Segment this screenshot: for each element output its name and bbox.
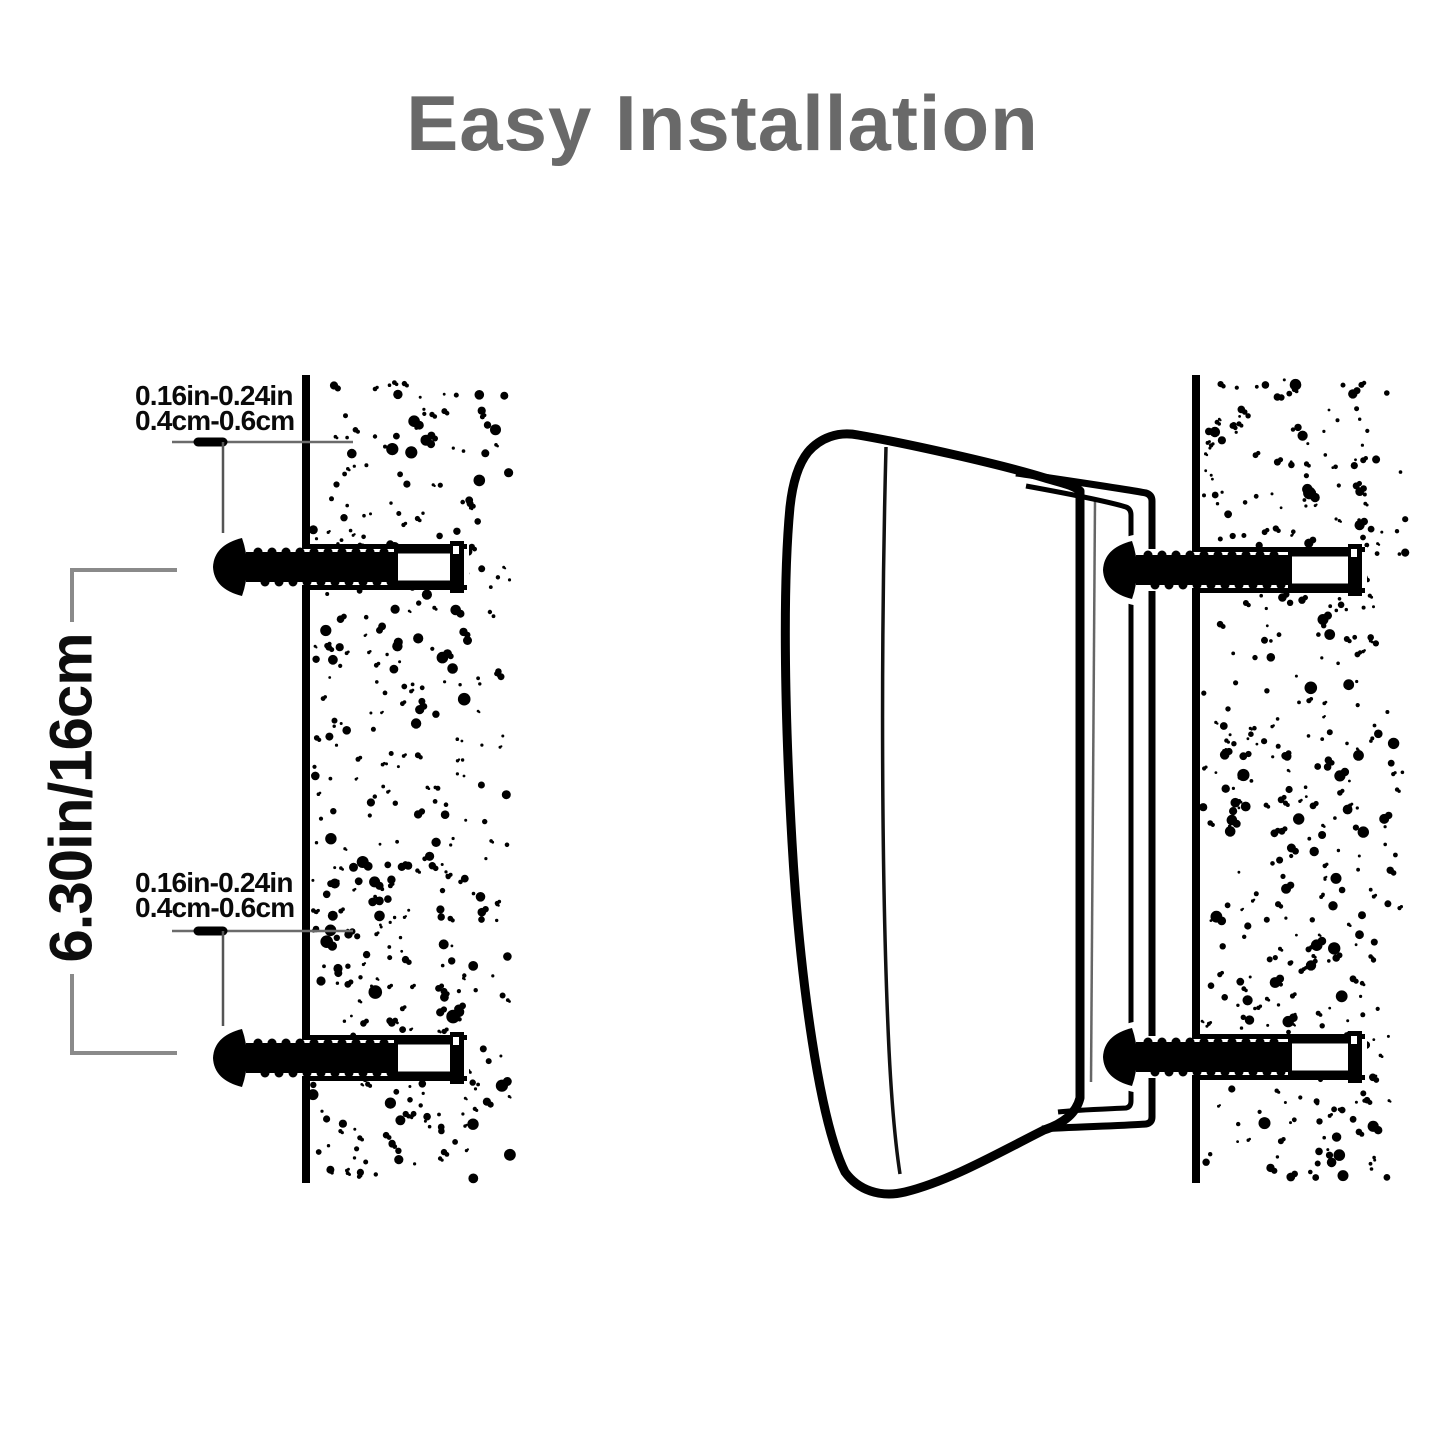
screw [213,538,398,596]
handle-face-highlight-line [1089,499,1097,1083]
anchor-sleeve-bottom [394,1071,453,1076]
wall-face-line [302,375,310,1183]
screw-spacing-bracket [70,568,177,1055]
hole-bottom-line [302,1076,467,1081]
screw [1103,1028,1292,1086]
screw-head [1103,1028,1137,1086]
screw-spacing-label: 6.30in/16cm [37,633,105,963]
anchor-end-cap-notch [1351,1036,1357,1044]
anchor-sleeve-top [394,549,453,554]
left-screws-and-anchors [213,538,464,1087]
screw-head [213,538,247,596]
hole-diameter-label-top-cm: 0.4cm-0.6cm [135,405,295,436]
hole-bottom-line [302,585,467,590]
hole-diameter-label-top-inches: 0.16in-0.24in [135,380,293,411]
hole-diameter-label-middle: 0.16in-0.24in 0.4cm-0.6cm [135,867,295,923]
wall-texture [307,380,516,1184]
hole-diameter-label-middle-inches: 0.16in-0.24in [135,867,293,898]
mounting-plate-inner [1025,483,1134,1115]
anchor-sleeve-bottom [1288,1070,1351,1075]
anchor-end-cap-notch [1351,549,1357,557]
mounting-plate-outer [1015,469,1156,1133]
hole-diameter-label-middle-cm: 0.4cm-0.6cm [135,892,295,923]
hole-bottom-line [1192,1075,1365,1080]
hole-top-line [1192,1034,1365,1039]
screw [1103,541,1292,599]
page-title: Easy Installation [406,79,1039,167]
hole-top-line [302,1035,467,1040]
anchor-sleeve-top [394,1040,453,1045]
anchor-sleeve-top [1288,552,1351,557]
handle-contour-line [880,446,902,1175]
hole-top-line [1192,547,1365,552]
anchor-sleeve-bottom [394,580,453,585]
anchor-end-cap-notch [453,546,459,554]
hole-top-line [302,544,467,549]
handle-side-view [780,429,1156,1199]
screw-head [213,1029,247,1087]
handle-outline [780,429,1085,1199]
anchor-sleeve-bottom [1288,583,1351,588]
hole-diameter-label-top: 0.16in-0.24in 0.4cm-0.6cm [135,380,295,436]
hole-bottom-line [1192,588,1365,593]
anchor-sleeve-top [1288,1039,1351,1044]
right-screws-and-anchors [1097,534,1362,1093]
dimension-lines [70,437,353,1055]
screw [213,1029,398,1087]
wall-face-line [1192,375,1200,1183]
anchor-end-cap-notch [453,1037,459,1045]
screw-head [1103,541,1137,599]
